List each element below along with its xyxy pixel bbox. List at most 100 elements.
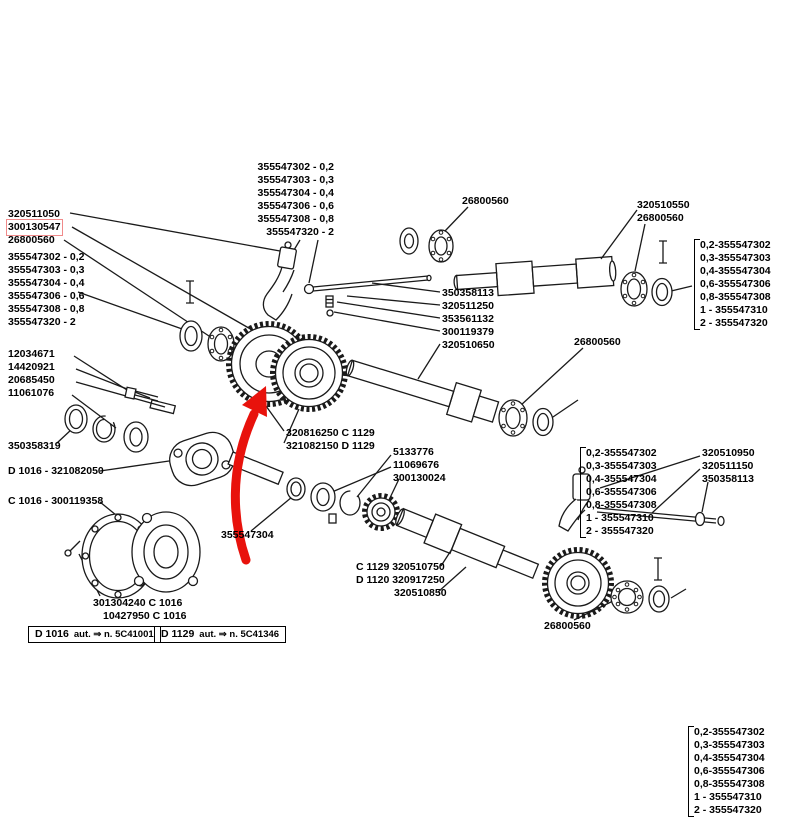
label-left-ring: 350358319	[8, 440, 61, 452]
part-number: 355547304 - 0,4	[8, 277, 85, 289]
highlight-arrow	[230, 386, 267, 565]
part-number: 5133776	[393, 446, 434, 458]
part-number: 353561132	[442, 313, 494, 325]
footer-text-d1129: aut. ⇒ n. 5C41346	[199, 629, 280, 640]
part-number: 320510550	[637, 199, 690, 211]
part-number: 0,3-355547303	[694, 739, 765, 751]
part-number: 0,2-355547302	[700, 239, 771, 251]
part-number: 320511050	[8, 208, 60, 220]
part-number: C 1129 320510750	[356, 561, 445, 573]
part-number: 0,3-355547303	[700, 252, 771, 264]
part-number: 2 - 355547320	[700, 317, 768, 329]
part-number: 355547320 - 2	[8, 316, 76, 328]
label-top-bearing: 26800560	[462, 195, 509, 207]
selector-rod-top	[303, 274, 432, 295]
part-number: 320511150	[702, 460, 754, 472]
part-number: 355547308 - 0,8	[8, 303, 85, 315]
washer-snapring-bearing-set	[64, 404, 149, 453]
part-number: 0,2-355547302	[694, 726, 765, 738]
label-mid-bearing: 26800560	[574, 336, 621, 348]
part-number: 0,8-355547308	[694, 778, 765, 790]
part-number: 350358113	[442, 287, 494, 299]
part-number: 320511250	[442, 300, 494, 312]
input-shaft-washers	[399, 227, 454, 263]
part-number: 300130024	[393, 472, 446, 484]
shim-thickness-marks	[186, 240, 667, 581]
part-number: 300119379	[442, 326, 494, 338]
selector-fork-right	[558, 466, 591, 532]
part-number: 0,8-355547308	[700, 291, 771, 303]
part-number: 0,4-355547304	[694, 752, 765, 764]
part-number: 10427950 C 1016	[103, 610, 187, 622]
part-number: 14420921	[8, 361, 55, 373]
part-number: 355547304 - 0,4	[257, 187, 334, 199]
footer-text-d1016: aut. ⇒ n. 5C41001	[73, 629, 154, 640]
side-cover-and-gasket	[64, 511, 201, 599]
footer-note-d1129: D 1129 aut. ⇒ n. 5C41346	[154, 626, 287, 643]
part-number: 0,4-355547304	[586, 473, 657, 485]
detent-spring-and-ball	[325, 295, 334, 317]
part-number: 1 - 355547310	[586, 512, 654, 524]
footer-code-d1129: D 1129	[161, 628, 195, 640]
main-shaft-bearing-set	[498, 399, 554, 437]
part-number: 355547308 - 0,8	[257, 213, 334, 225]
part-number: 355547303 - 0,3	[257, 174, 334, 186]
part-number: 355547320 - 2	[266, 226, 334, 238]
part-number: 355547302 - 0,2	[257, 161, 334, 173]
part-number: 20685450	[8, 374, 55, 386]
bearing-flange	[169, 431, 235, 487]
part-number: 11069676	[393, 459, 440, 471]
part-number: 0,6-355547306	[700, 278, 771, 290]
part-number: 0,4-355547304	[700, 265, 771, 277]
gear-cluster	[226, 321, 348, 412]
parts-catalog-page: { "colors": { "highlight_arrow": "#e8120…	[6, 161, 800, 817]
main-shaft	[345, 359, 500, 423]
part-number: 320510650	[442, 339, 495, 351]
output-gear-set	[542, 547, 670, 619]
pinion-shaft-set	[227, 451, 400, 531]
part-number: 355547302 - 0,2	[8, 251, 85, 263]
part-number: 0,2-355547302	[586, 447, 657, 459]
part-number: 0,8-355547308	[586, 499, 657, 511]
part-number: 321082150 D 1129	[286, 440, 375, 452]
output-shaft	[395, 507, 540, 580]
parts-drawing	[56, 206, 725, 621]
part-number: 320816250 C 1129	[286, 427, 375, 439]
part-number: 0,6-355547306	[694, 765, 765, 777]
selector-rod-right	[596, 507, 725, 527]
part-number: 0,6-355547306	[586, 486, 657, 498]
label-flange-d1016: D 1016 - 321082050	[8, 465, 104, 477]
part-number: 355547303 - 0,3	[8, 264, 85, 276]
part-number: 320510950	[702, 447, 755, 459]
part-number: 350358113	[702, 473, 754, 485]
part-number: D 1120 320917250	[356, 574, 445, 586]
part-number: 2 - 355547320	[586, 525, 654, 537]
input-shaft	[453, 255, 617, 297]
bolt-and-pin	[124, 386, 177, 415]
input-shaft-bearing-and-ring	[620, 271, 673, 307]
part-number: 300130547	[6, 219, 63, 236]
part-number: 1 - 355547310	[694, 791, 762, 803]
selector-fork-top	[262, 241, 297, 321]
part-number: 355547306 - 0,6	[8, 290, 85, 302]
part-number: 11061076	[8, 387, 55, 399]
part-number: 1 - 355547310	[700, 304, 768, 316]
part-number: 26800560	[8, 234, 55, 246]
label-cover-c1016: C 1016 - 300119358	[8, 495, 104, 507]
